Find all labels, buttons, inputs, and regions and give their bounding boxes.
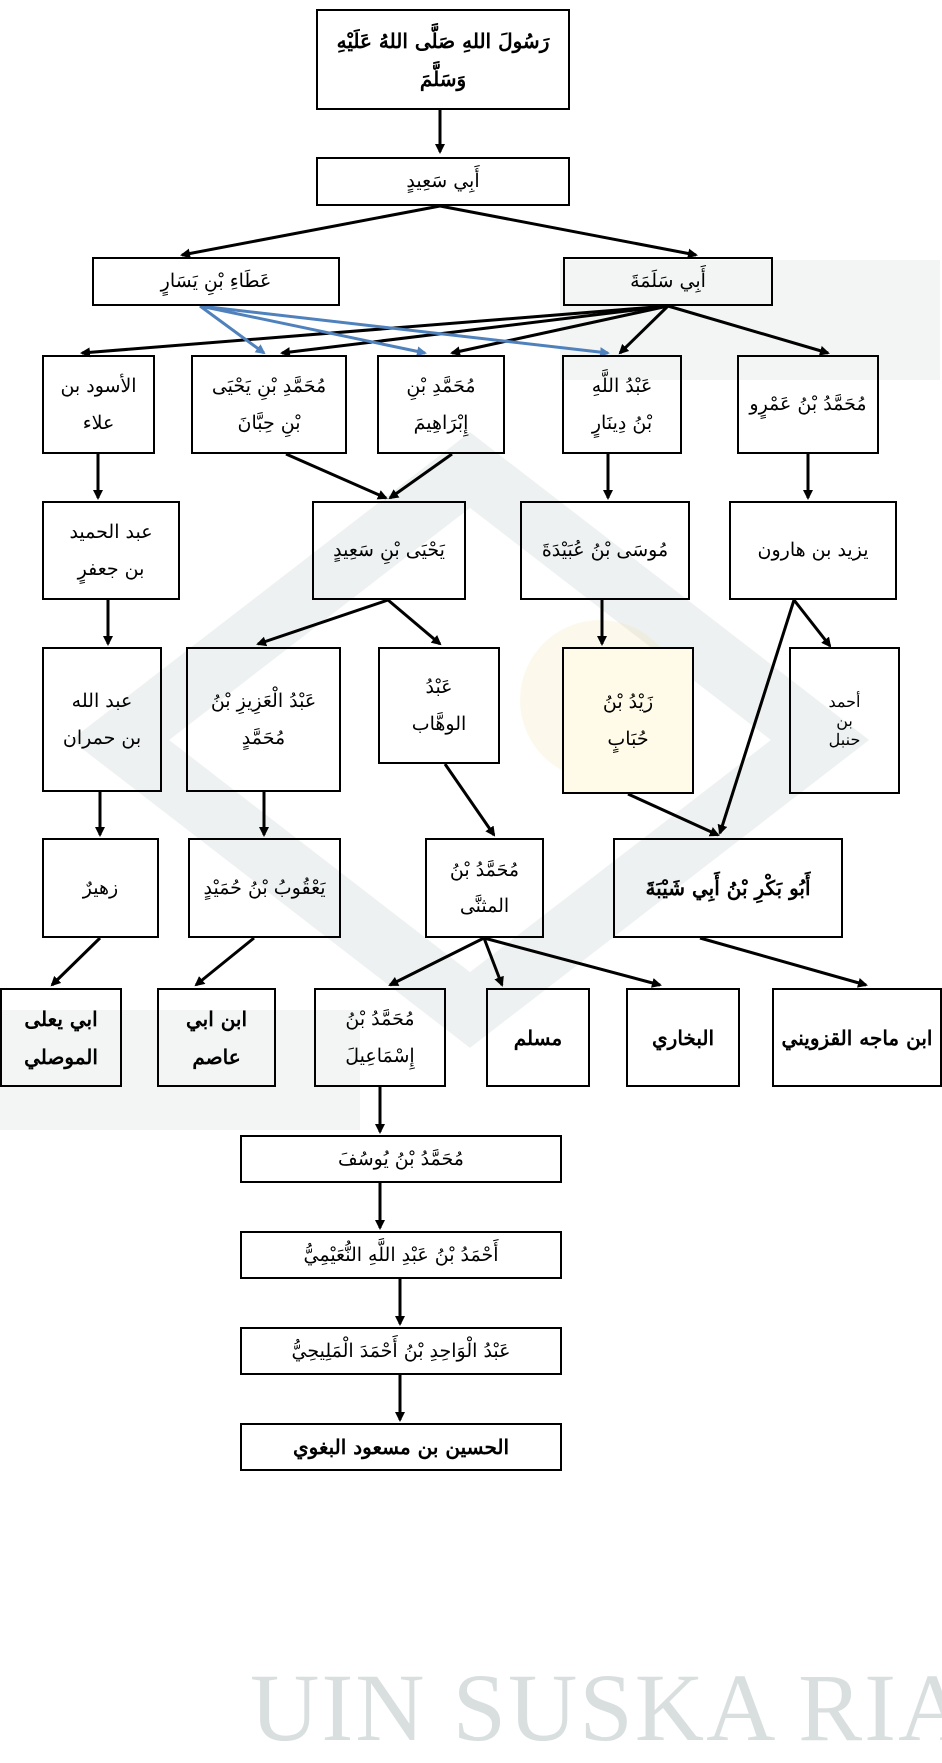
edge [717, 599, 796, 835]
edge [439, 204, 698, 259]
node-bukhari: البخاري [626, 988, 740, 1087]
node-abdulwahhab: عَبْدُ الوهَّاب [378, 647, 500, 764]
edge [280, 304, 669, 357]
edges [50, 110, 868, 1422]
edge [483, 936, 662, 988]
node-atha: عَطَاءِ بْنِ يَسَارٍ [92, 257, 340, 306]
node-abubakr: أَبُو بَكْرِ بْنُ أَبِي شَيْبَةَ [613, 838, 843, 938]
node-m-yahya: مُحَمَّدِ بْنِ يَحْيَى بْنِ حِبَّانَ [191, 355, 347, 454]
node-abdullah-humran: عبد الله بن حمران [42, 647, 162, 792]
edge [792, 599, 832, 648]
node-zuhair: زهيرٌ [42, 838, 159, 938]
edge [443, 763, 496, 837]
node-ibn-majah: ابن ماجه القزويني [772, 988, 942, 1087]
edge [50, 936, 102, 987]
node-abdullah-dinar: عَبْدُ اللَّهِ بْنُ دِينَارٍ [562, 355, 682, 454]
node-yahya-said: يَحْيَى بْنِ سَعِيدٍ [312, 501, 466, 600]
edge [256, 598, 389, 647]
edge [482, 937, 504, 987]
edge-blue [199, 304, 427, 357]
edge [627, 792, 720, 837]
node-m-ismail: مُحَمَّدُ بْنُ إِسْمَاعِيلَ [314, 988, 446, 1087]
node-zaid: زَيْدُ بْنُ حُبَابٍ [562, 647, 694, 794]
node-ahmad-hanbal: أحمد بن حنبل [789, 647, 900, 794]
node-m-yusuf: مُحَمَّدُ بْنُ يُوسُفَ [240, 1135, 562, 1183]
node-abu-yala: ابي يعلى الموصلي [0, 988, 122, 1087]
edge [285, 452, 388, 500]
edge [180, 204, 441, 259]
edge [387, 598, 442, 646]
edge-blue [199, 304, 266, 355]
edge [80, 304, 669, 358]
node-aswad: الأسود بن علاء [42, 355, 155, 454]
edge [388, 452, 453, 500]
node-m-amr: مُحَمَّدُ بْنُ عَمْرٍو [737, 355, 879, 454]
node-baghawi: الحسين بن مسعود البغوي [240, 1423, 562, 1471]
node-ahmad-nuaimi: أَحْمَدُ بْنُ عَبْدِ اللَّهِ النُّعَيْمِ… [240, 1231, 562, 1279]
edge [699, 936, 868, 988]
edge [194, 936, 255, 987]
node-abdulaziz: عَبْدُ الْعَزِيزِ بْنُ مُحَمَّدٍ [186, 647, 341, 792]
edge [388, 936, 485, 987]
node-m-ibrahim: مُحَمَّدِ بْنِ إِبْرَاهِيمَ [377, 355, 505, 454]
node-musa: مُوسَى بْنُ عُبَيْدَةَ [520, 501, 690, 600]
node-abdulhamid: عبد الحميد بن جعفرٍ [42, 501, 180, 600]
node-abi-salamah: أَبِي سَلَمَةَ [563, 257, 773, 306]
node-ibn-abi-asim: ابن ابي عاصم [157, 988, 276, 1087]
node-m-mutsanna: مُحَمَّدُ بْنُ المثنَّى [425, 838, 544, 938]
edge [618, 304, 670, 355]
edge-blue [199, 304, 610, 358]
node-rasul: رَسُولَ اللهِ صَلَّى اللهُ عَلَيْهِ وَسَ… [316, 9, 570, 110]
node-abdulwahid: عَبْدُ الْوَاحِدِ بْنُ أَحْمَدَ الْمَلِي… [240, 1327, 562, 1375]
node-abi-said: أَبِي سَعِيدٍ [316, 157, 570, 206]
watermark-text: UIN SUSKA RIAU [250, 1654, 942, 1761]
edge [450, 304, 669, 357]
edge [667, 304, 830, 356]
node-yazid: يزيد بن هارون [729, 501, 897, 600]
node-muslim: مسلم [486, 988, 590, 1087]
node-yaqub: يَعْقُوبُ بْنُ حُمَيْدٍ [188, 838, 341, 938]
